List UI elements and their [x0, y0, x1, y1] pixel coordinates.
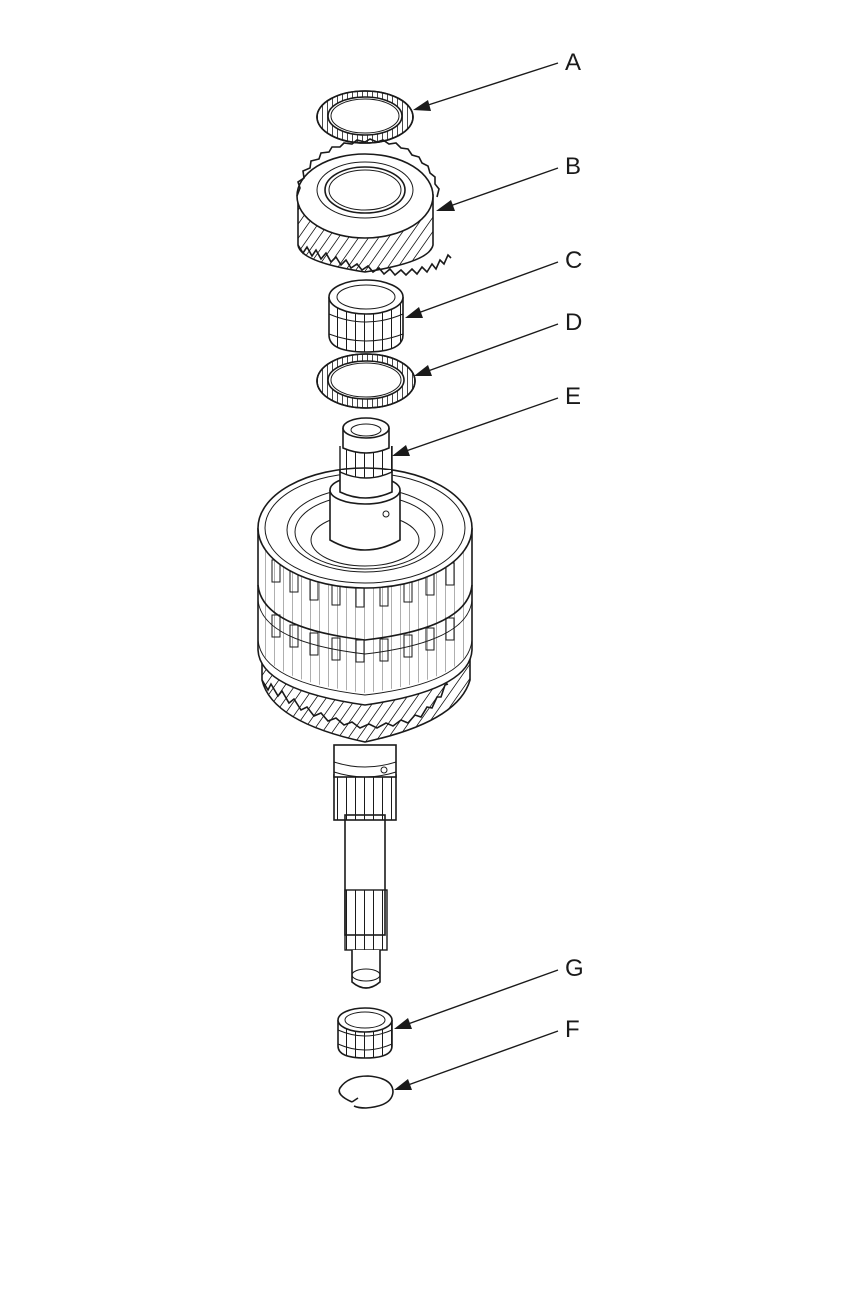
part-g-needle-bearing	[337, 1007, 393, 1059]
callout-labels: A B C D E G F	[565, 49, 584, 1043]
part-f-snap-ring	[338, 1075, 394, 1109]
part-e-shaft-clutch-assembly	[257, 417, 473, 989]
callout-g: G	[565, 955, 584, 982]
callout-c: C	[565, 247, 582, 274]
part-a-thrust-bearing	[316, 90, 414, 144]
part-d-thrust-bearing	[316, 353, 416, 409]
part-c-needle-bearing	[328, 279, 404, 353]
leader-lines	[392, 62, 559, 1090]
part-b-helical-gear	[296, 138, 452, 277]
callout-a: A	[565, 49, 581, 76]
callout-f: F	[565, 1016, 580, 1043]
callout-d: D	[565, 309, 582, 336]
callout-b: B	[565, 153, 581, 180]
callout-e: E	[565, 383, 581, 410]
